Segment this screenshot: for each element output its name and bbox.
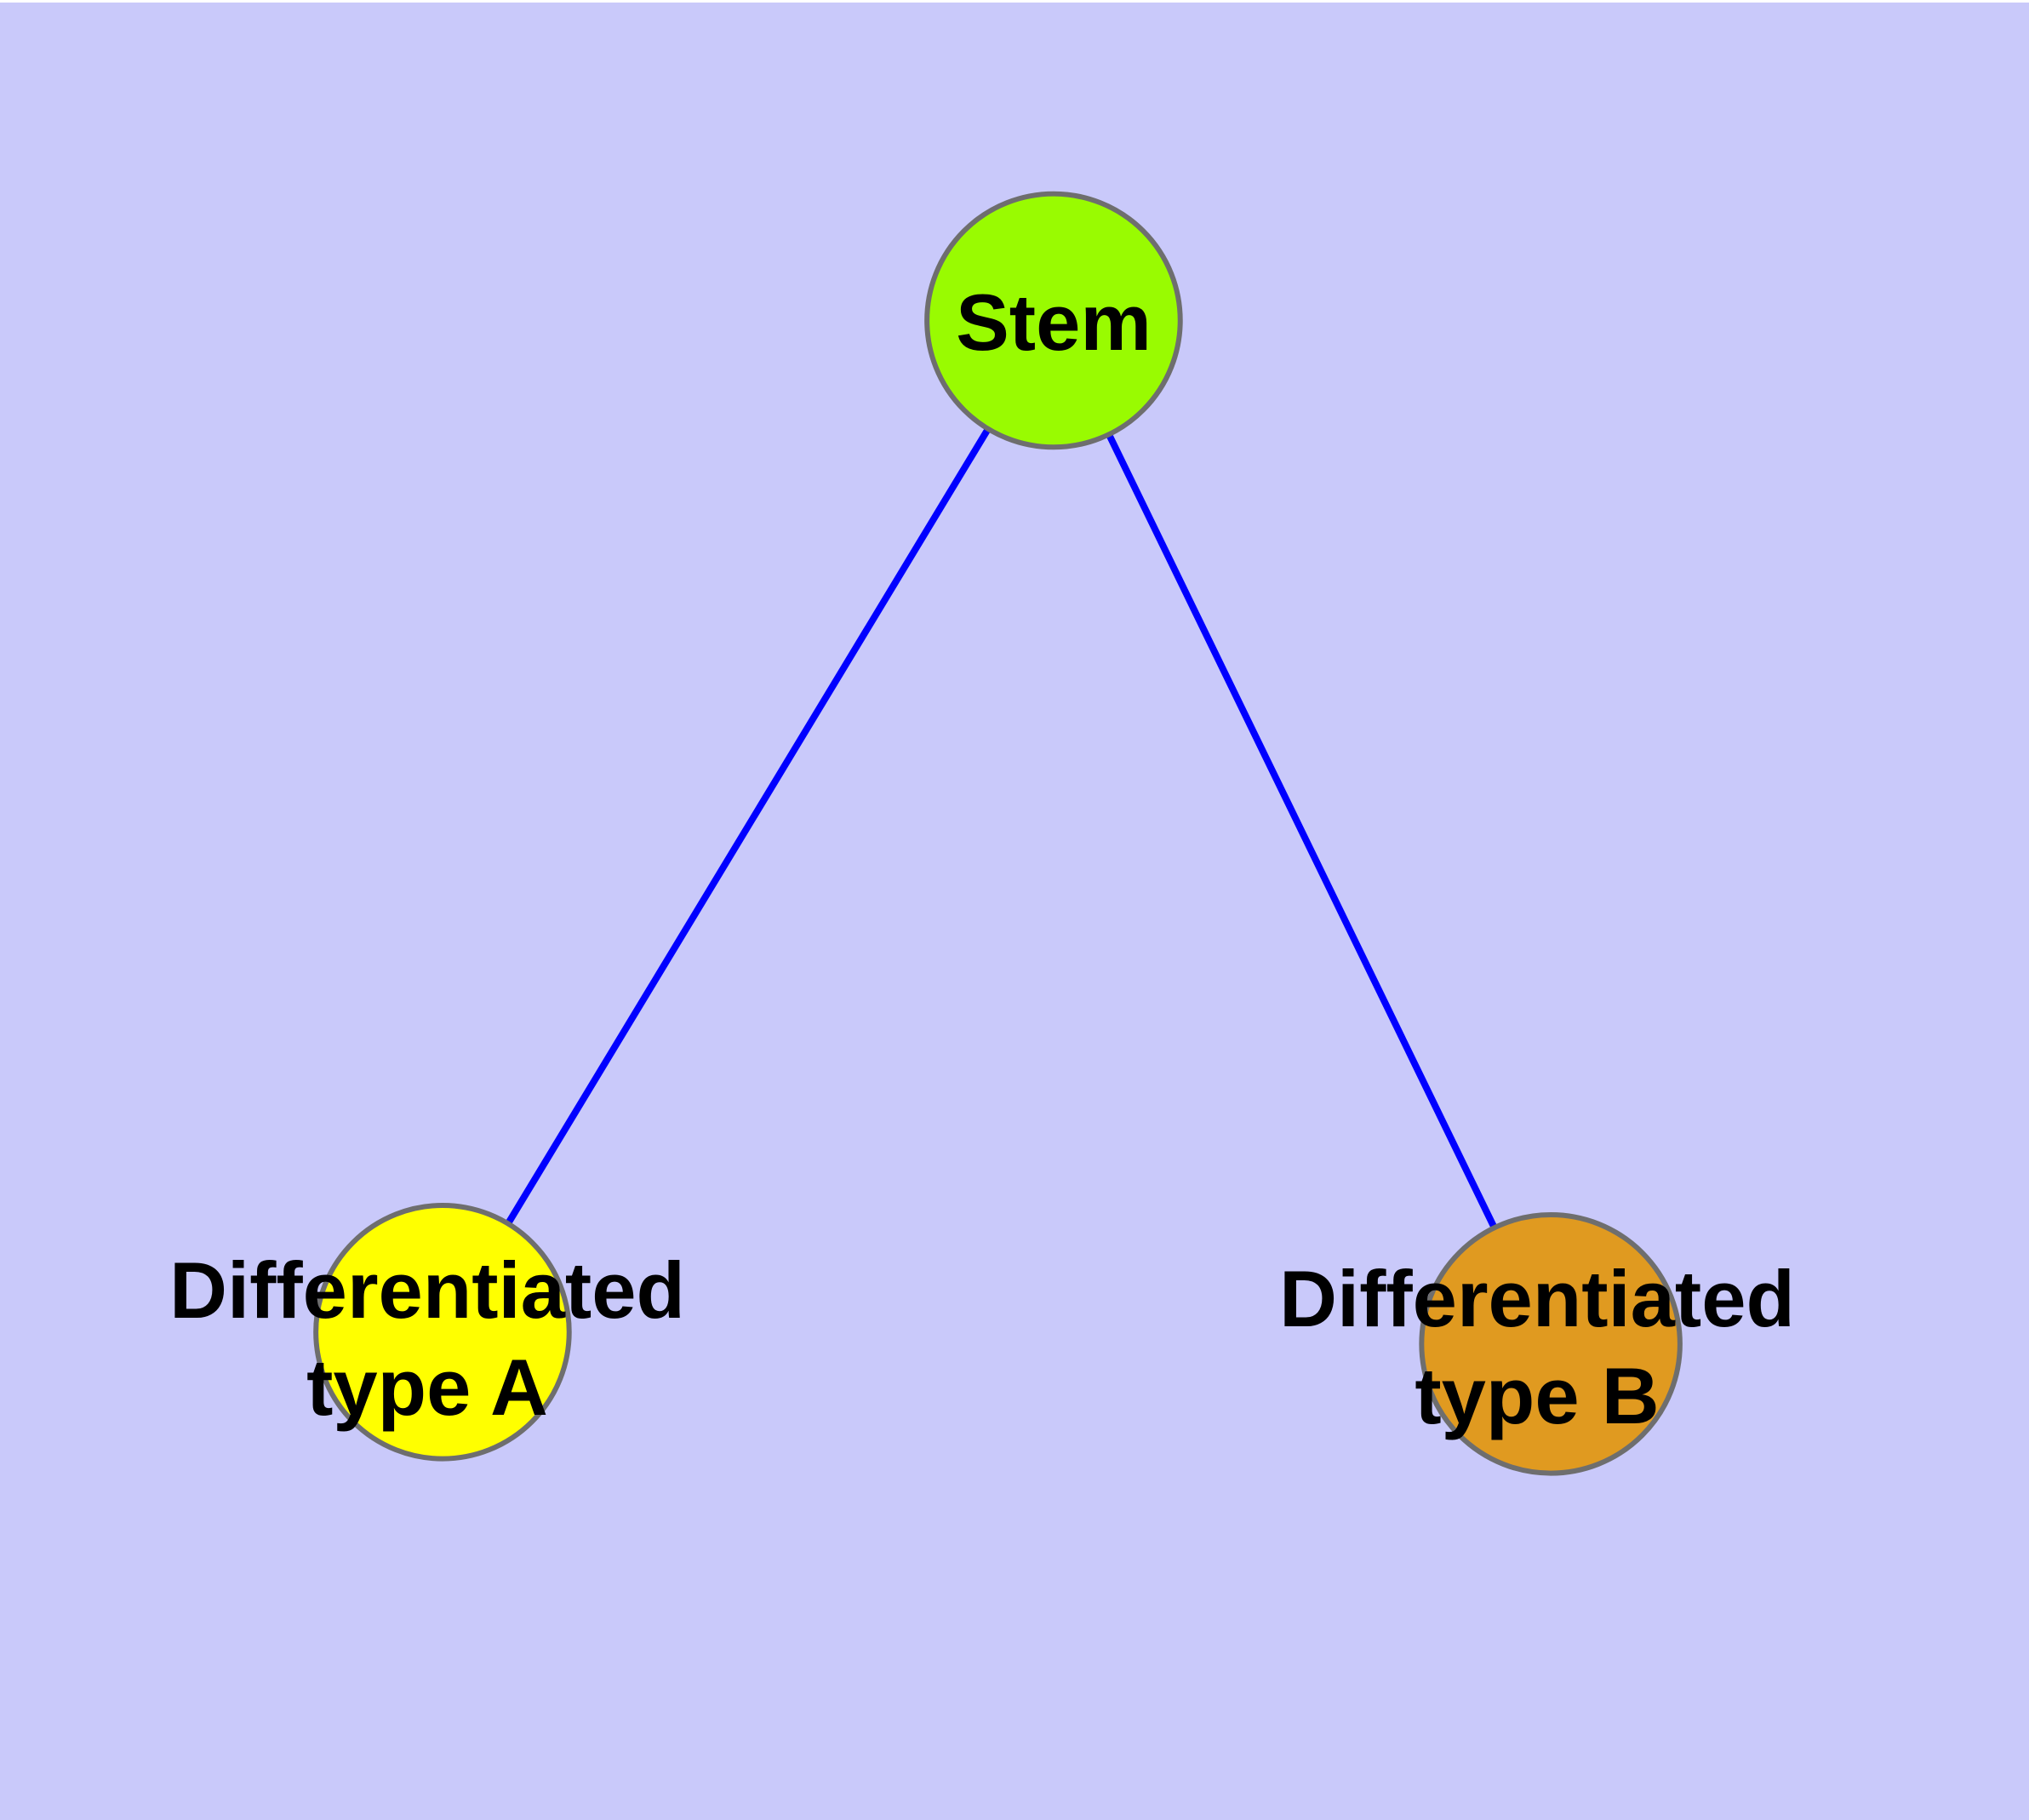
node-differentiated-type-a-label: Differentiated type A bbox=[169, 1245, 685, 1432]
edge-stem-to-type-b bbox=[1050, 318, 1554, 1346]
graph-svg bbox=[313, 191, 1683, 1476]
node-differentiated-type-b-label: Differentiated type B bbox=[1279, 1254, 1795, 1440]
node-stem-label: Stem bbox=[956, 278, 1152, 367]
node-stem-circle bbox=[924, 191, 1183, 450]
node-differentiated-type-a-circle bbox=[313, 1203, 572, 1462]
node-differentiated-type-b-circle bbox=[1419, 1212, 1683, 1476]
edge-stem-to-type-a bbox=[439, 318, 1057, 1334]
